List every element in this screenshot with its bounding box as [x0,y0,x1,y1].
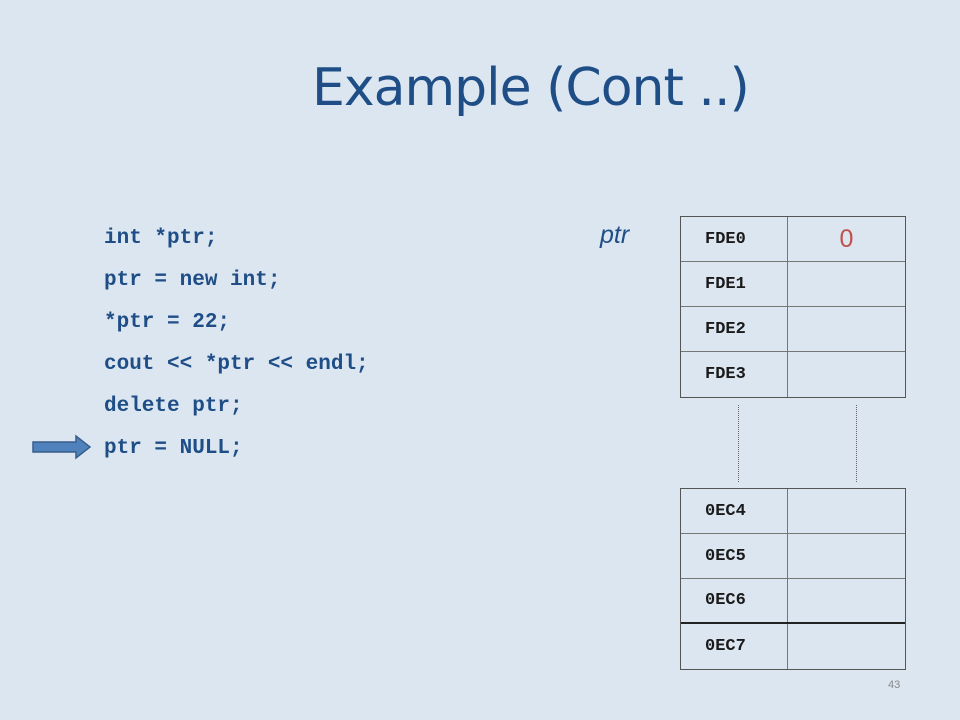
memory-address: FDE1 [681,262,788,306]
code-block: int *ptr; ptr = new int; *ptr = 22; cout… [104,218,369,470]
memory-cell: 0EC5 [681,534,905,579]
memory-address: 0EC7 [681,624,788,669]
code-line: int *ptr; [104,227,218,250]
memory-value: 0 [839,224,854,253]
memory-address: FDE0 [681,217,788,261]
memory-address: 0EC6 [681,579,788,622]
pointer-label: ptr [600,221,630,249]
memory-value [788,352,905,397]
code-line: delete ptr; [104,395,243,418]
memory-cell: FDE2 [681,307,905,352]
memory-cell: FDE1 [681,262,905,307]
memory-address: FDE3 [681,352,788,397]
memory-cell: 0EC6 [681,579,905,624]
memory-address: 0EC4 [681,489,788,533]
memory-cell: FDE0 0 [681,217,905,262]
slide-title: Example (Cont ..) [312,58,750,118]
memory-value [788,307,905,351]
memory-block-bottom: 0EC4 0EC5 0EC6 0EC7 [680,488,906,670]
code-line: *ptr = 22; [104,311,231,334]
memory-cell: FDE3 [681,352,905,397]
code-line: ptr = NULL; [104,437,243,460]
memory-address: 0EC5 [681,534,788,578]
memory-value [788,489,905,533]
current-line-arrow-icon [32,434,92,460]
memory-cell: 0EC7 [681,624,905,669]
memory-value [788,262,905,306]
memory-block-top: FDE0 0 FDE1 FDE2 FDE3 [680,216,906,398]
memory-gap-divider [738,405,739,482]
memory-gap-divider [856,405,857,482]
code-line: cout << *ptr << endl; [104,353,369,376]
memory-value [788,624,905,669]
page-number: 43 [888,679,901,691]
memory-value [788,579,905,622]
memory-cell: 0EC4 [681,489,905,534]
memory-address: FDE2 [681,307,788,351]
memory-value [788,534,905,578]
code-line: ptr = new int; [104,269,281,292]
